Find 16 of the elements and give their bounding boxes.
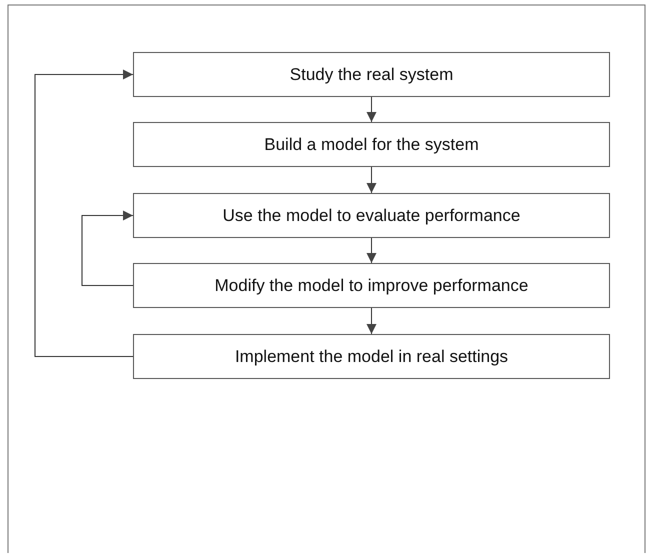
process-box <box>133 263 610 308</box>
process-box <box>133 334 610 379</box>
step-text: Build a model for the system <box>264 134 479 154</box>
step-text: Study the real system <box>290 64 454 84</box>
step-text: Use the model to evaluate performance <box>222 206 520 226</box>
arrow <box>366 238 376 264</box>
arrow <box>366 96 376 122</box>
feedback-arrow <box>82 210 134 286</box>
arrow <box>366 308 376 334</box>
feedback-arrow <box>34 70 134 357</box>
arrow <box>366 166 376 194</box>
process-box <box>133 122 610 167</box>
process-box <box>133 193 610 238</box>
step-text: Modify the model to improve performance <box>214 276 528 296</box>
process-box <box>133 52 610 97</box>
step-text: Implement the model in real settings <box>234 346 508 366</box>
